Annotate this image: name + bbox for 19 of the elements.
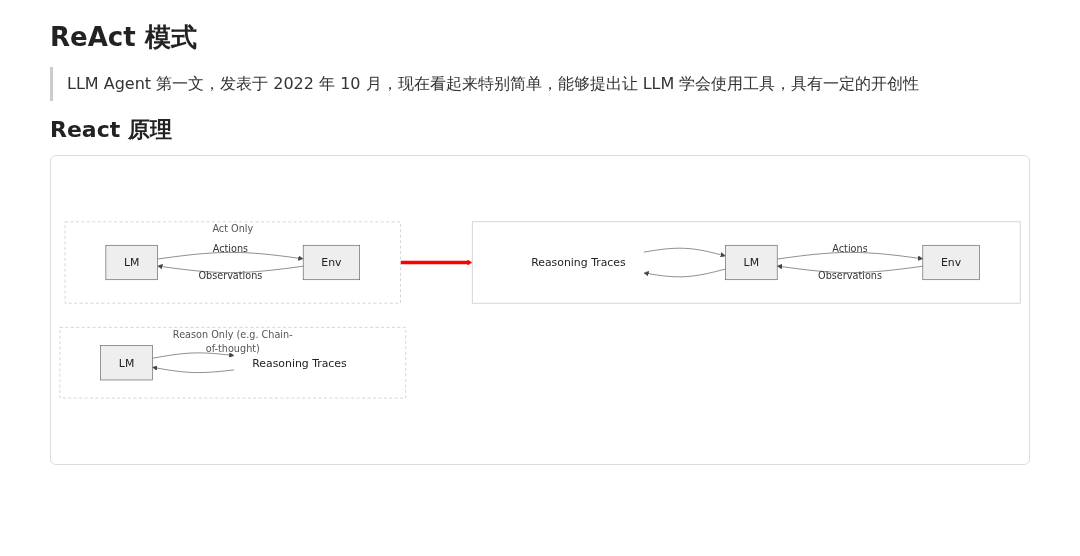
node-box [922, 244, 980, 280]
node-box [105, 244, 158, 280]
node-box [725, 244, 778, 280]
node-text: Reasoning Traces [252, 356, 347, 369]
arrow [400, 259, 473, 265]
node-text: Reasoning Traces [531, 255, 626, 269]
cluster [471, 221, 1021, 304]
node-box [100, 344, 153, 380]
quote-text: LLM Agent 第一文，发表于 2022 年 10 月，现在看起来特别简单，能够提出让 LLM 学会使用工具，具有一定的开创性 [50, 67, 1030, 101]
edge-label: Actions [832, 242, 868, 255]
edge-label: Actions [212, 242, 249, 255]
cluster [59, 326, 406, 399]
page-title: ReAct 模式 [50, 21, 198, 54]
edge-label: Observations [198, 269, 263, 281]
figure-panel: Actions Observations Reasoning Traces LM Env Act Only Actions Observations LM Env Reason Only (e.g. Chain-of-thought) LM Reasoning Traces [50, 154, 1030, 465]
cluster [64, 221, 401, 304]
node-box [302, 244, 360, 280]
section-heading: React 原理 [50, 115, 173, 144]
edge-label: Observations [818, 269, 882, 281]
